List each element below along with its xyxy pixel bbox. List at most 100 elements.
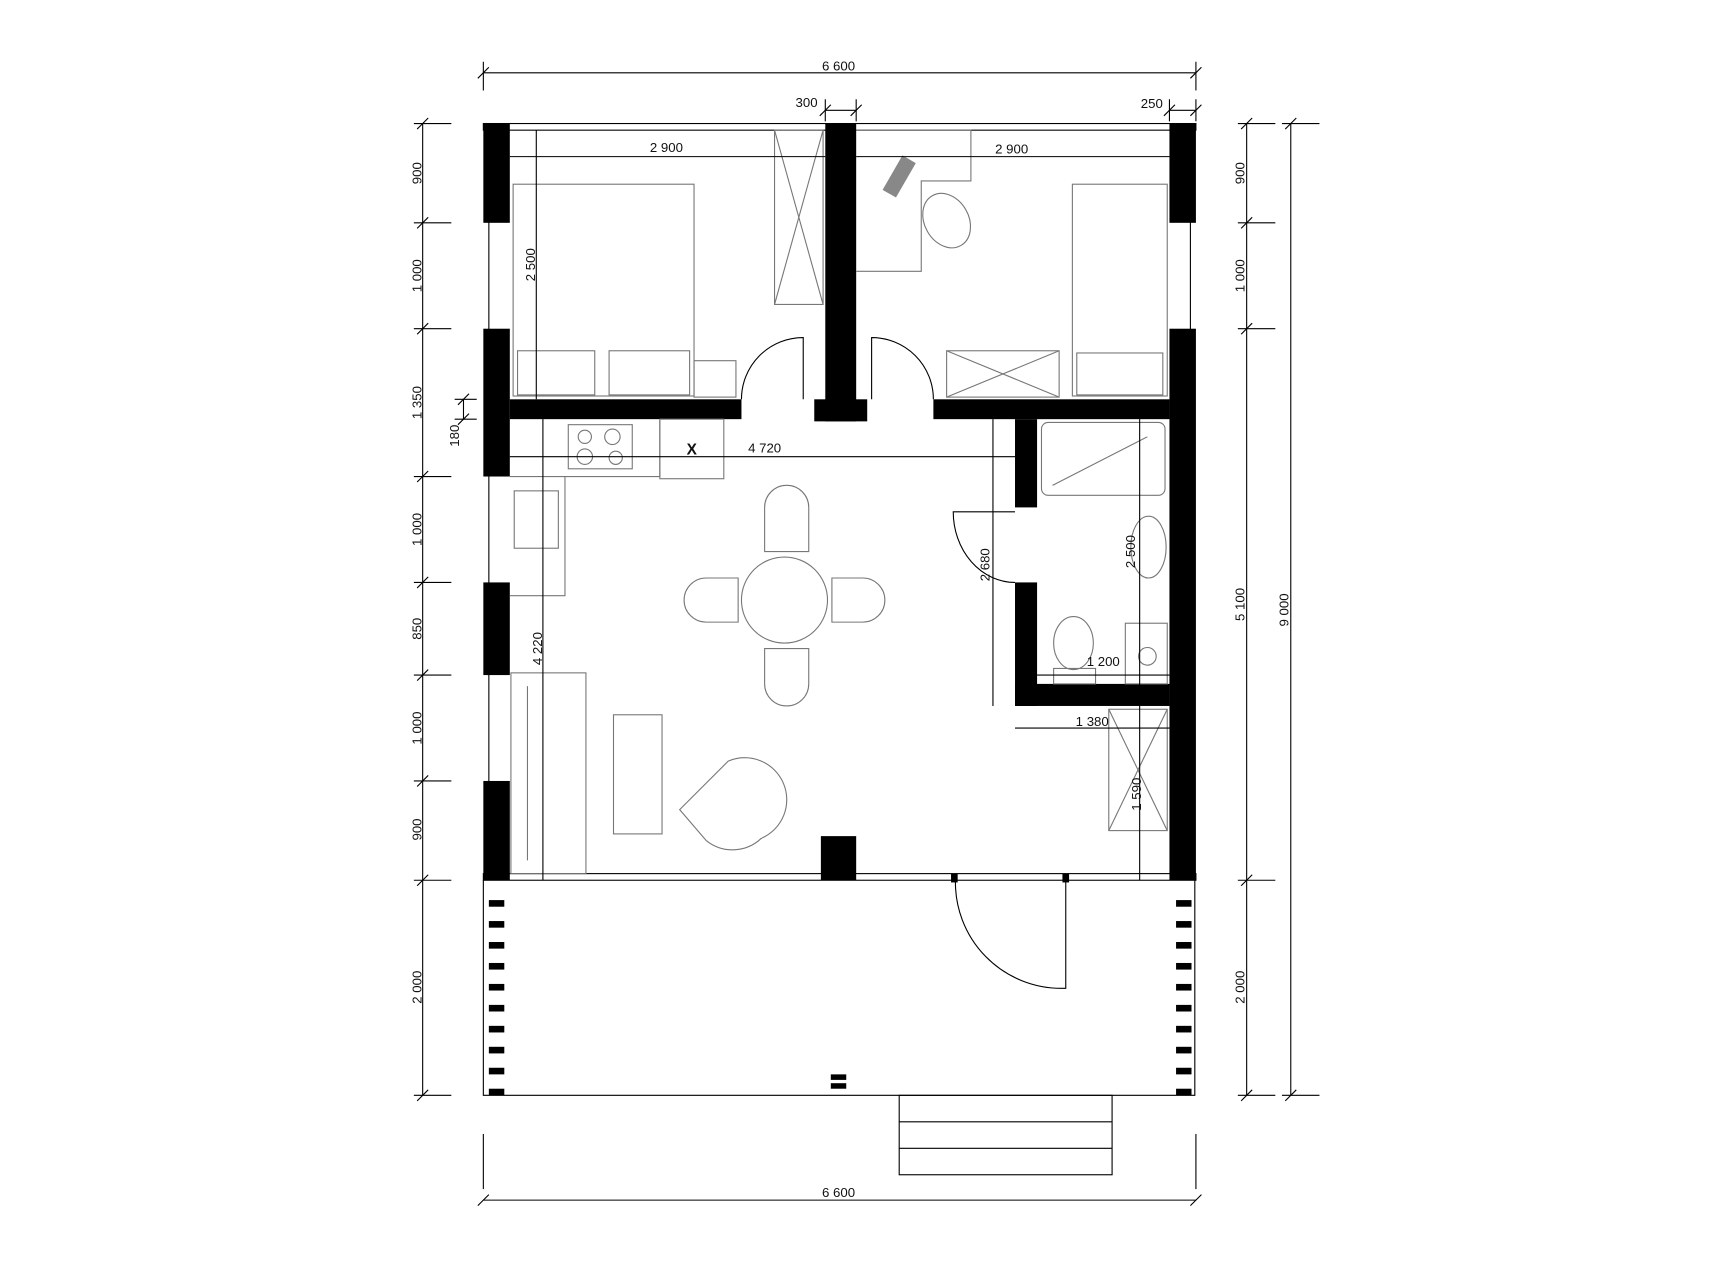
dim-label: 2 500 xyxy=(1123,535,1138,568)
dimension-labels: 6 600 300 250 2 900 2 900 2 500 900 1 00… xyxy=(410,59,1292,1200)
terrace-post xyxy=(1176,1088,1192,1096)
furniture xyxy=(509,129,1168,875)
dim-label: 1 380 xyxy=(1076,714,1109,729)
dining-table xyxy=(740,556,829,644)
desk xyxy=(856,129,972,272)
dimension-tick xyxy=(850,104,863,117)
dim-label: 250 xyxy=(1141,96,1163,111)
dim-label: 2 900 xyxy=(995,141,1028,156)
terrace-post xyxy=(1176,962,1192,970)
dim-label: 2 000 xyxy=(1232,971,1247,1004)
dim-label: 4 720 xyxy=(748,440,781,455)
armchair xyxy=(678,757,788,851)
kitchen-mark: X xyxy=(687,441,698,458)
stove-icon xyxy=(567,424,633,470)
sink xyxy=(513,490,559,549)
dim-label: 1 350 xyxy=(410,386,425,419)
office-chair xyxy=(922,192,972,249)
dimension-tick xyxy=(416,322,429,335)
steps xyxy=(898,1094,1113,1176)
dimension-tick xyxy=(1284,117,1297,130)
terrace-post xyxy=(488,942,505,949)
nightstand xyxy=(693,360,737,398)
dimension-tick xyxy=(1190,1194,1202,1207)
terrace-post xyxy=(1176,942,1192,949)
dimension-tick xyxy=(1163,104,1176,117)
dim-label: 300 xyxy=(796,95,818,110)
dim-label: 1 000 xyxy=(410,711,425,744)
dim-label: 850 xyxy=(410,618,425,640)
terrace-post xyxy=(488,1067,505,1075)
dimension-tick xyxy=(1190,104,1202,117)
dimension-tick xyxy=(1190,66,1202,79)
shower xyxy=(1040,421,1166,496)
dim-label: 900 xyxy=(410,818,425,840)
terrace-post xyxy=(1176,1067,1192,1075)
dim-label: 2 900 xyxy=(650,140,683,155)
dim-label: 2 500 xyxy=(523,248,538,281)
washbasin xyxy=(1130,515,1167,579)
dim-label: 900 xyxy=(1232,162,1247,184)
terrace xyxy=(482,880,1196,1176)
dimension-tick xyxy=(1284,1089,1297,1102)
dimension-tick xyxy=(416,576,429,589)
computer-icon xyxy=(882,155,916,198)
toilet xyxy=(1053,616,1094,671)
dim-label: 2 000 xyxy=(410,971,425,1004)
double-bed xyxy=(512,183,695,397)
dimension-tick xyxy=(416,669,429,681)
dim-label: 5 100 xyxy=(1232,588,1247,621)
dim-label: 9 000 xyxy=(1277,593,1292,626)
wardrobe-1 xyxy=(773,129,824,305)
washing-machine xyxy=(1124,622,1168,685)
single-bed xyxy=(1071,183,1168,397)
terrace-post xyxy=(488,962,505,970)
dim-label: 2 680 xyxy=(978,548,993,581)
dim-label: 1 000 xyxy=(410,259,425,292)
dimension-tick xyxy=(416,216,429,229)
terrace-post xyxy=(1176,900,1192,907)
dimension-tick xyxy=(477,66,490,79)
terrace-post xyxy=(1176,1025,1192,1033)
dim-label: 1 590 xyxy=(1129,778,1144,811)
dimension-tick xyxy=(477,1194,490,1207)
kitchen-counter xyxy=(509,419,661,597)
terrace-post xyxy=(1176,921,1192,928)
wardrobe-2 xyxy=(946,350,1060,398)
sofa xyxy=(510,672,587,875)
dimension-tick xyxy=(416,1089,429,1102)
terrace-post xyxy=(488,921,505,928)
dim-label: 900 xyxy=(410,162,425,184)
terrace-post xyxy=(488,1025,505,1033)
dim-label: 4 220 xyxy=(530,632,545,665)
terrace-post xyxy=(1176,1046,1192,1054)
dimension-tick xyxy=(1240,322,1253,335)
dimension-tick xyxy=(416,470,429,483)
terrace-post xyxy=(488,1088,505,1096)
terrace-post xyxy=(1176,983,1192,991)
terrace-post xyxy=(488,1004,505,1012)
doors xyxy=(740,336,1070,989)
dimension-tick xyxy=(1240,1089,1253,1102)
dimension-lines xyxy=(413,61,1320,1207)
dimension-tick xyxy=(1240,216,1253,229)
dim-label: 6 600 xyxy=(822,1185,855,1200)
dim-label: 180 xyxy=(447,425,462,447)
dimension-tick xyxy=(416,775,429,787)
terrace-post xyxy=(488,983,505,991)
dimension-tick xyxy=(416,117,429,130)
terrace-post xyxy=(488,1046,505,1054)
dim-label: 1 000 xyxy=(410,513,425,546)
terrace-post xyxy=(1176,1004,1192,1012)
dimension-tick xyxy=(1240,874,1253,887)
dim-label: 6 600 xyxy=(822,59,855,74)
dimension-tick xyxy=(819,104,832,117)
dim-label: 1 000 xyxy=(1232,259,1247,292)
walls xyxy=(483,123,1196,881)
closet xyxy=(1108,708,1168,832)
dimension-tick xyxy=(1240,117,1253,130)
dimension-tick xyxy=(416,874,429,887)
coffee-table xyxy=(612,714,663,835)
dim-label: 1 200 xyxy=(1087,654,1120,669)
